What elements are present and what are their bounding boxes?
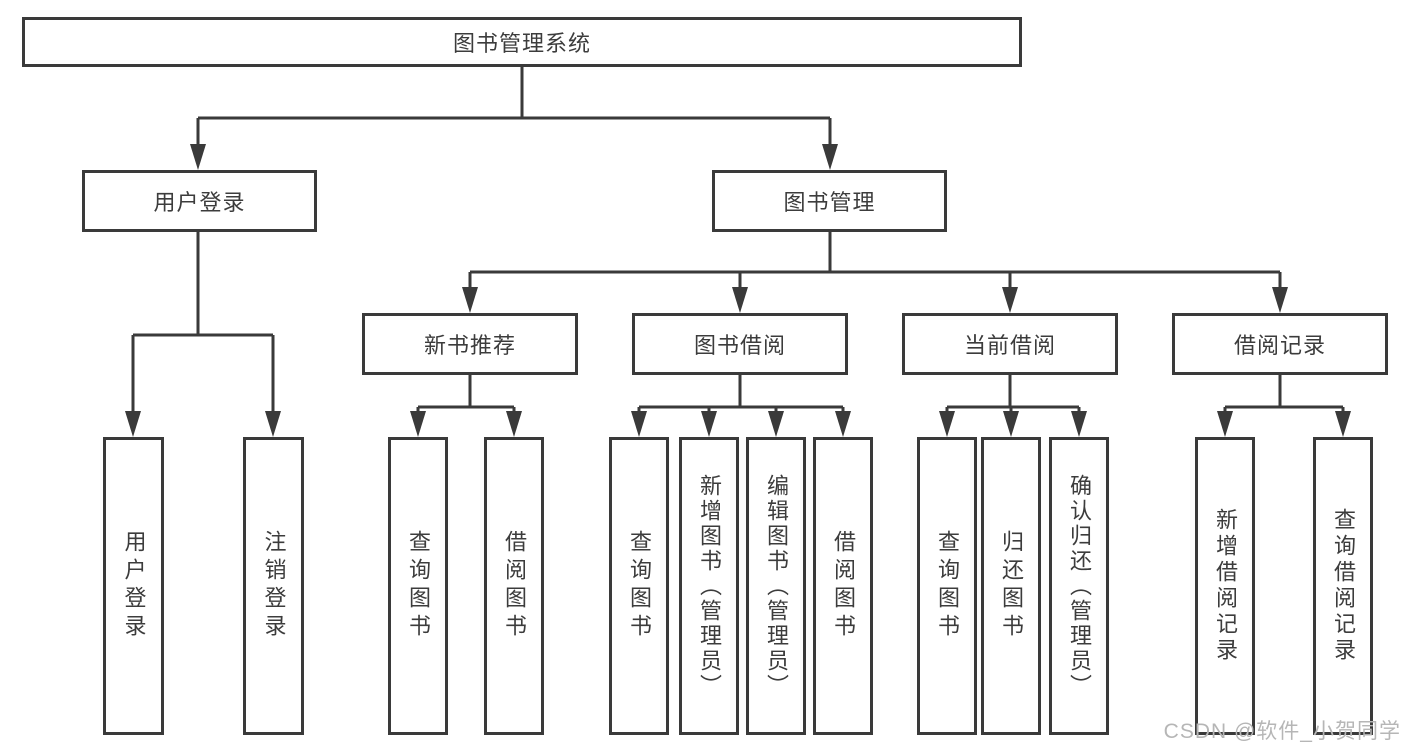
node-book-mgmt-label: 图书管理 [783, 190, 876, 215]
arrowhead [125, 411, 141, 437]
leaf-logout-label: 注销登录 [261, 530, 287, 642]
arrowhead [1272, 287, 1288, 313]
connector-user-login-to-leaves [131, 232, 275, 415]
connector-book-borrow-to-leaves [637, 375, 845, 417]
csdn-watermark: CSDN @软件_小贺同学 [1163, 720, 1401, 743]
node-book-borrow-label: 图书借阅 [693, 333, 786, 358]
connector-book-mgmt-to-level3 [468, 232, 1282, 293]
leaf-rec-query-book-label: 查询图书 [406, 530, 431, 642]
arrowhead [939, 411, 955, 437]
connector-borrow-record-to-leaves [1223, 375, 1345, 417]
node-user-login-label: 用户登录 [153, 190, 246, 215]
arrowhead [506, 411, 522, 437]
leaf-bor-query-book: 查询图书 [609, 437, 669, 735]
arrowhead [768, 411, 784, 437]
leaf-cur-query-book-label: 查询图书 [935, 530, 960, 642]
node-borrow-record-label: 借阅记录 [1233, 333, 1326, 358]
leaf-rec-query-book: 查询图书 [388, 437, 448, 735]
leaf-bor-edit-book-label: 编辑图书（管理员） [764, 473, 789, 699]
arrowhead [1217, 411, 1233, 437]
leaf-bor-query-book-label: 查询图书 [627, 530, 652, 642]
leaf-cur-return-book-label: 归还图书 [999, 530, 1024, 642]
leaf-rec-borrow-book-label: 借阅图书 [502, 530, 527, 642]
connector-new-book-rec-to-leaves [416, 375, 516, 417]
leaf-bor-add-book: 新增图书（管理员） [679, 437, 739, 735]
arrowhead [410, 411, 426, 437]
leaf-logout: 注销登录 [243, 437, 304, 735]
node-user-login: 用户登录 [82, 170, 317, 232]
node-new-book-rec: 新书推荐 [362, 313, 578, 375]
node-current-borrow: 当前借阅 [902, 313, 1118, 375]
leaf-rec-borrow-book: 借阅图书 [484, 437, 544, 735]
leaf-rcd-add-record: 新增借阅记录 [1195, 437, 1255, 735]
node-book-mgmt: 图书管理 [712, 170, 947, 232]
arrowhead [701, 411, 717, 437]
leaf-bor-borrow-book-label: 借阅图书 [831, 530, 856, 642]
leaf-cur-query-book: 查询图书 [917, 437, 977, 735]
leaf-cur-confirm-return-label: 确认归还（管理员） [1067, 473, 1092, 699]
connector-root-to-level2 [196, 67, 832, 150]
node-current-borrow-label: 当前借阅 [963, 333, 1056, 358]
arrowhead [265, 411, 281, 437]
node-book-borrow: 图书借阅 [632, 313, 848, 375]
arrowhead [1335, 411, 1351, 437]
arrowhead [822, 144, 838, 170]
arrowhead [1071, 411, 1087, 437]
arrowhead [462, 287, 478, 313]
arrowhead [631, 411, 647, 437]
leaf-bor-edit-book: 编辑图书（管理员） [746, 437, 806, 735]
leaf-bor-add-book-label: 新增图书（管理员） [697, 473, 722, 699]
leaf-bor-borrow-book: 借阅图书 [813, 437, 873, 735]
leaf-rcd-query-record: 查询借阅记录 [1313, 437, 1373, 735]
leaf-cur-confirm-return: 确认归还（管理员） [1049, 437, 1109, 735]
node-root-label: 图书管理系统 [452, 31, 591, 56]
arrowheads [125, 144, 1351, 437]
leaf-cur-return-book: 归还图书 [981, 437, 1041, 735]
leaf-rcd-query-record-label: 查询借阅记录 [1331, 508, 1356, 664]
leaf-user-login: 用户登录 [103, 437, 164, 735]
arrowhead [190, 144, 206, 170]
arrowhead [1003, 411, 1019, 437]
node-borrow-record: 借阅记录 [1172, 313, 1388, 375]
leaf-user-login-label: 用户登录 [121, 530, 147, 642]
arrowhead [732, 287, 748, 313]
node-root: 图书管理系统 [22, 17, 1022, 67]
node-new-book-rec-label: 新书推荐 [423, 333, 516, 358]
connector-current-borrow-to-leaves [945, 375, 1081, 417]
arrowhead [1002, 287, 1018, 313]
arrowhead [835, 411, 851, 437]
leaf-rcd-add-record-label: 新增借阅记录 [1213, 508, 1238, 664]
